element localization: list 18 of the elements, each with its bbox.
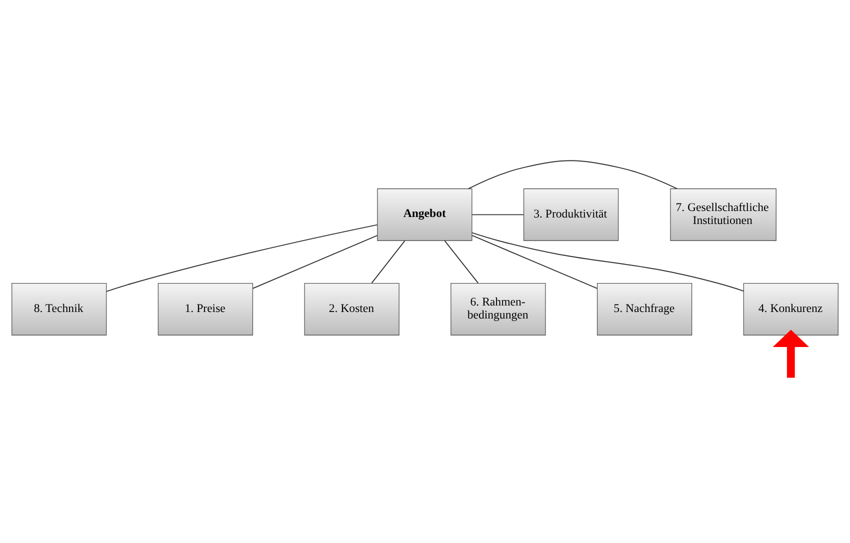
arrow <box>772 330 809 378</box>
connector <box>371 240 406 284</box>
node-box: 5. Nachfrage <box>596 282 692 336</box>
node-box: 4. Konkurenz <box>743 282 838 336</box>
node-box: Angebot <box>377 188 472 241</box>
node-box: 2. Kosten <box>304 282 400 336</box>
connector <box>472 234 598 289</box>
connector <box>472 232 744 292</box>
node-box: 7. Gesellschaftliche Institutionen <box>670 188 776 241</box>
connector <box>444 240 479 284</box>
connector <box>468 160 678 190</box>
connector <box>472 214 524 216</box>
node-box: 8. Technik <box>12 282 107 336</box>
connector <box>252 234 378 289</box>
node-box: 6. Rahmen- bedingungen <box>450 282 546 336</box>
node-box: 1. Preise <box>158 282 254 336</box>
node-box: 3. Produktivität <box>523 188 619 241</box>
connector <box>106 224 378 292</box>
